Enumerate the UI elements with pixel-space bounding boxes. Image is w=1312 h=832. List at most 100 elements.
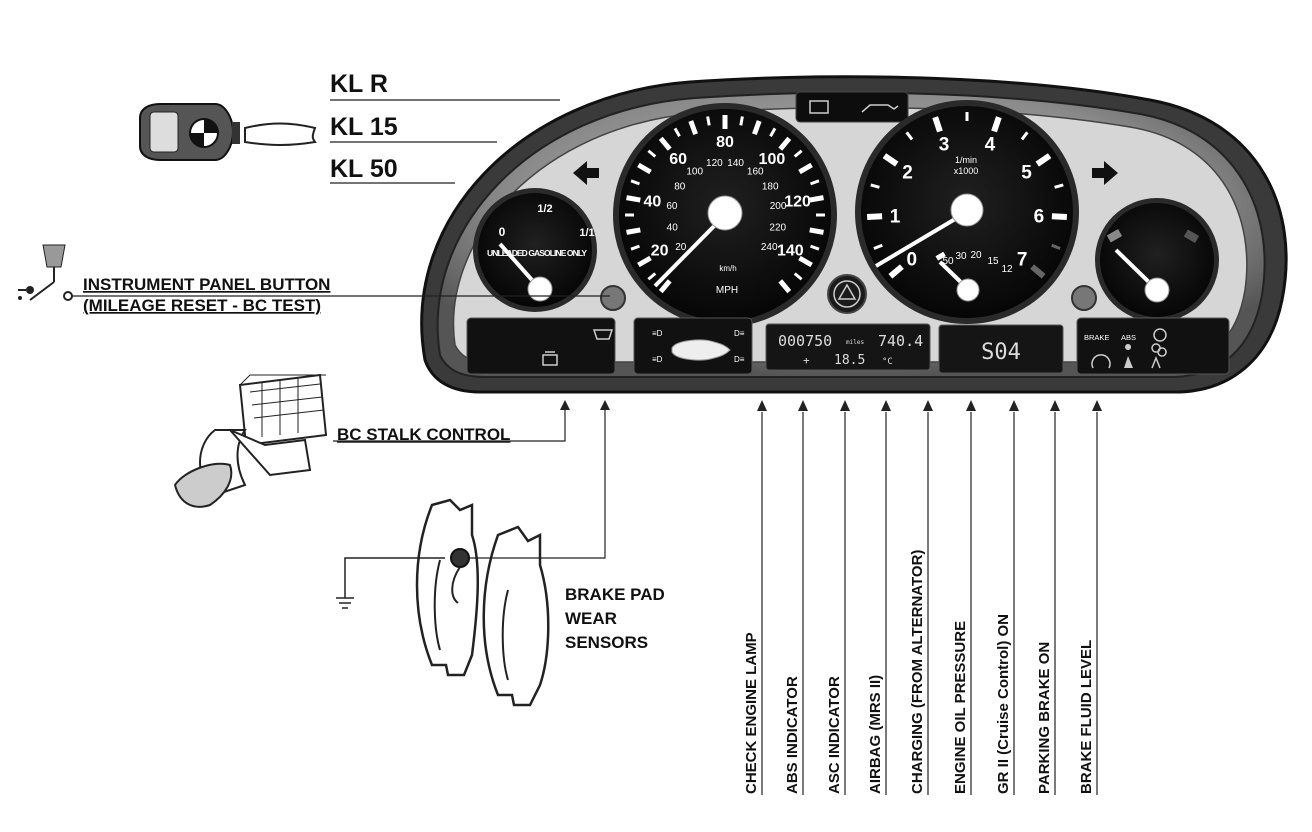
temp-cold-mark (1106, 229, 1123, 243)
speedometer-tick (637, 162, 652, 175)
speedometer-kmh-label: 20 (675, 242, 687, 253)
speedometer-mph-label: 40 (644, 193, 662, 210)
tachometer-tick (905, 131, 914, 141)
brake-pad-label-2: WEAR (565, 609, 617, 628)
temp-hub (1144, 277, 1170, 303)
input-signal-label: CHARGING (FROM ALTERNATOR) (909, 550, 926, 794)
tachometer-label: 4 (985, 135, 996, 156)
tachometer-label: 0 (907, 249, 918, 270)
speedometer-mph-label: 20 (651, 243, 669, 260)
speedometer-kmh-label: 240 (761, 242, 778, 253)
tachometer-tick (888, 264, 904, 279)
speedometer-tick (769, 127, 777, 137)
speedometer-kmh-label: 100 (686, 166, 703, 177)
tachometer-tick (873, 243, 883, 250)
ground-symbol (336, 557, 445, 609)
temp-sign: + (803, 354, 810, 367)
eco-tick-50: 50 (942, 256, 954, 267)
speedometer-kmh-label: 140 (727, 158, 744, 169)
speedometer-tick (626, 227, 641, 235)
tachometer-label: 6 (1034, 207, 1045, 228)
bc-stalk-label: BC STALK CONTROL (337, 425, 510, 444)
speedometer-tick (752, 120, 762, 136)
eco-tick-30: 30 (955, 251, 967, 262)
speedometer-mph-label: 100 (759, 151, 786, 168)
brake-pad-illustration (415, 498, 550, 707)
instrument-panel-button[interactable] (600, 285, 626, 311)
speedometer-tick (793, 149, 803, 158)
input-signal-label: ENGINE OIL PRESSURE (952, 621, 969, 794)
speedometer-tick (798, 255, 813, 268)
fuel-caption: UNLEADED GASOLINE ONLY (487, 248, 587, 258)
speedometer-kmh-label: 180 (762, 181, 779, 192)
tachometer-needle (874, 210, 969, 268)
speedometer-kmh-label: 120 (706, 158, 723, 169)
speedometer-mph-label: 120 (784, 193, 811, 210)
input-signal-label: CHECK ENGINE LAMP (743, 632, 760, 794)
cruise-icon (1153, 328, 1167, 342)
tachometer-tick (870, 183, 880, 189)
instrument-panel-button-sublabel: (MILEAGE RESET - BC TEST) (83, 296, 321, 315)
economy-hub (956, 278, 980, 302)
odometer-display: 000750 miles 740.4 + 18.5 °C (765, 323, 931, 371)
speedometer-kmh-label: 40 (667, 222, 679, 233)
speedometer-mph-label: 60 (669, 151, 687, 168)
battery-icon (809, 100, 829, 114)
tachometer-tick (1054, 183, 1064, 189)
tachometer-label: 1 (890, 207, 901, 228)
key-blade (244, 122, 317, 146)
triangle-icon (837, 283, 857, 300)
tachometer-label: 2 (902, 162, 913, 183)
odometer-unit: miles (846, 339, 864, 346)
tachometer-tick (1051, 213, 1068, 220)
speedometer-tick (630, 179, 641, 186)
tachometer-tick (932, 116, 943, 133)
tachometer-tick (866, 213, 883, 220)
right-panel-button[interactable] (1071, 285, 1097, 311)
speedometer-tick (647, 272, 657, 281)
kl-50-label: KL 50 (330, 155, 398, 183)
input-signal-arrow (1092, 400, 1102, 411)
fuel-half-label: 1/2 (537, 203, 552, 215)
speedometer-tick (673, 127, 681, 137)
input-signal-arrow (840, 400, 850, 411)
warning-lamps-panel: BRAKE ABS (1076, 317, 1230, 375)
tachometer-unit-2: x1000 (954, 166, 979, 176)
outside-temp: 18.5 (834, 353, 865, 368)
speedometer-tick (739, 116, 744, 126)
left-turn-arrow-icon (573, 161, 599, 185)
speedometer-unit-kmh: km/h (719, 264, 736, 273)
speedometer-tick (778, 136, 792, 151)
speedometer-mph-label: 140 (777, 243, 804, 260)
brake-warning-label: BRAKE (1084, 333, 1109, 342)
temp-unit: °C (882, 357, 893, 367)
brake-gauge-icon (1091, 354, 1111, 369)
lamp-icon-2: ≡D (652, 355, 663, 364)
tachometer-unit-1: 1/min (955, 155, 977, 165)
speedometer-tick (688, 120, 698, 136)
ignition-key (139, 103, 317, 161)
input-signal-arrow (1050, 400, 1060, 411)
speedometer-ticks (625, 115, 825, 294)
check-engine-panel (466, 317, 616, 375)
speedometer-tick (798, 162, 813, 175)
speedometer-kmh-label: 220 (769, 222, 786, 233)
tachometer-ticks (866, 112, 1068, 279)
car-top-view-icon (671, 339, 731, 361)
speedometer-tick (809, 179, 820, 186)
kl-r-label: KL R (330, 70, 388, 98)
input-signal-label: AIRBAG (MRS II) (867, 675, 884, 794)
input-signal-label: BRAKE FLUID LEVEL (1078, 640, 1095, 794)
instrument-panel-button-label: INSTRUMENT PANEL BUTTON (83, 275, 330, 294)
input-signal-label: ASC INDICATOR (826, 676, 843, 794)
input-signal-label: ABS INDICATOR (784, 676, 801, 794)
input-signal-label: GR II (Cruise Control) ON (995, 614, 1012, 794)
speedometer-tick (637, 255, 652, 268)
speedometer-tick (809, 227, 824, 235)
input-signal-label: PARKING BRAKE ON (1036, 642, 1053, 794)
input-signal-arrow (881, 400, 891, 411)
